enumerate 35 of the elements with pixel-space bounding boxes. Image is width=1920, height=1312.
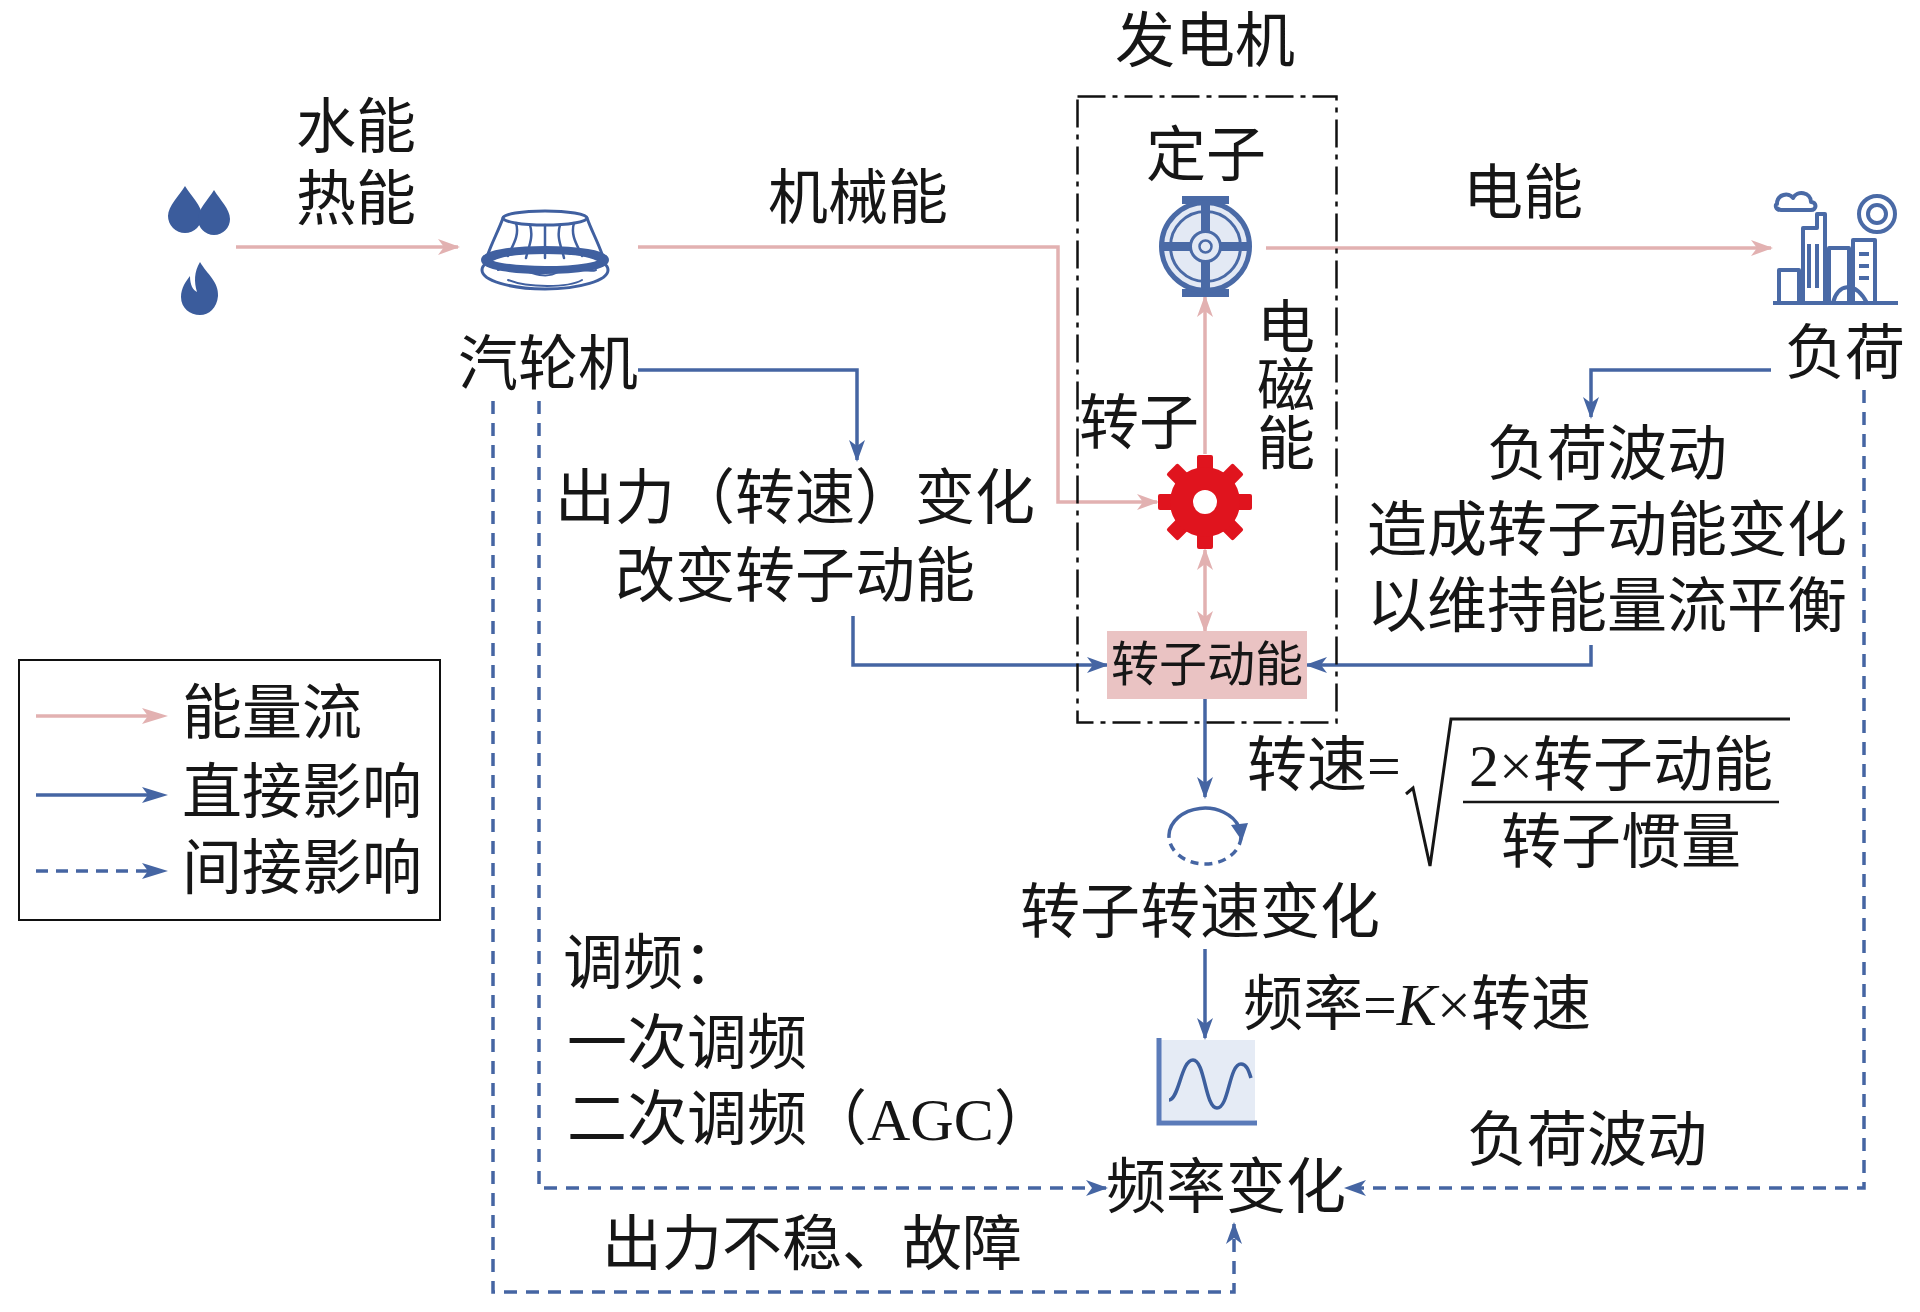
node-label: 汽轮机 [458, 331, 638, 400]
double-arrow [1197, 548, 1213, 633]
node-label: 转子 [1079, 394, 1199, 454]
arrow [236, 239, 460, 255]
node-heading: 负荷波动 [1486, 421, 1728, 490]
arrow [1197, 295, 1213, 454]
node-label: 转子转速变化 [1020, 879, 1380, 948]
arrow [1266, 240, 1773, 256]
legend-label: 直接影响 [182, 759, 422, 828]
note-text: 二次调频（AGC） [567, 1086, 1054, 1155]
dashed-arrow [537, 401, 1108, 1196]
node-label: 出力（转速）变化 [555, 465, 1035, 534]
node-label: 造成转子动能变化以维持能量流平衡 [1366, 497, 1848, 642]
node-label: 改变转子动能 [614, 543, 976, 612]
legend-label: 间接影响 [182, 835, 422, 904]
arrow [638, 368, 865, 462]
note-text: 调频： [563, 930, 743, 999]
dashed-arrow [1344, 390, 1866, 1196]
gear-icon [1157, 454, 1253, 550]
arrow [1197, 699, 1213, 799]
arrow [1583, 368, 1771, 419]
formula-text: 转子惯量 [1500, 813, 1742, 873]
highlight-box: 转子动能 [1107, 631, 1307, 699]
node-label: 频率变化 [1106, 1154, 1346, 1223]
arrow [851, 616, 1109, 673]
arrow [638, 245, 1159, 510]
node-label: 负荷 [1785, 320, 1905, 389]
formula-text: 2×转子动能 [1468, 736, 1774, 796]
legend-label: 能量流 [182, 680, 362, 749]
dashed-arrow [491, 401, 1242, 1294]
note-text: 一次调频 [567, 1010, 807, 1079]
arrow [1197, 949, 1213, 1040]
group-title: 发电机 [1115, 8, 1295, 77]
node-label: 定子 [1146, 122, 1266, 191]
formula-text: 转速= [1247, 736, 1401, 796]
